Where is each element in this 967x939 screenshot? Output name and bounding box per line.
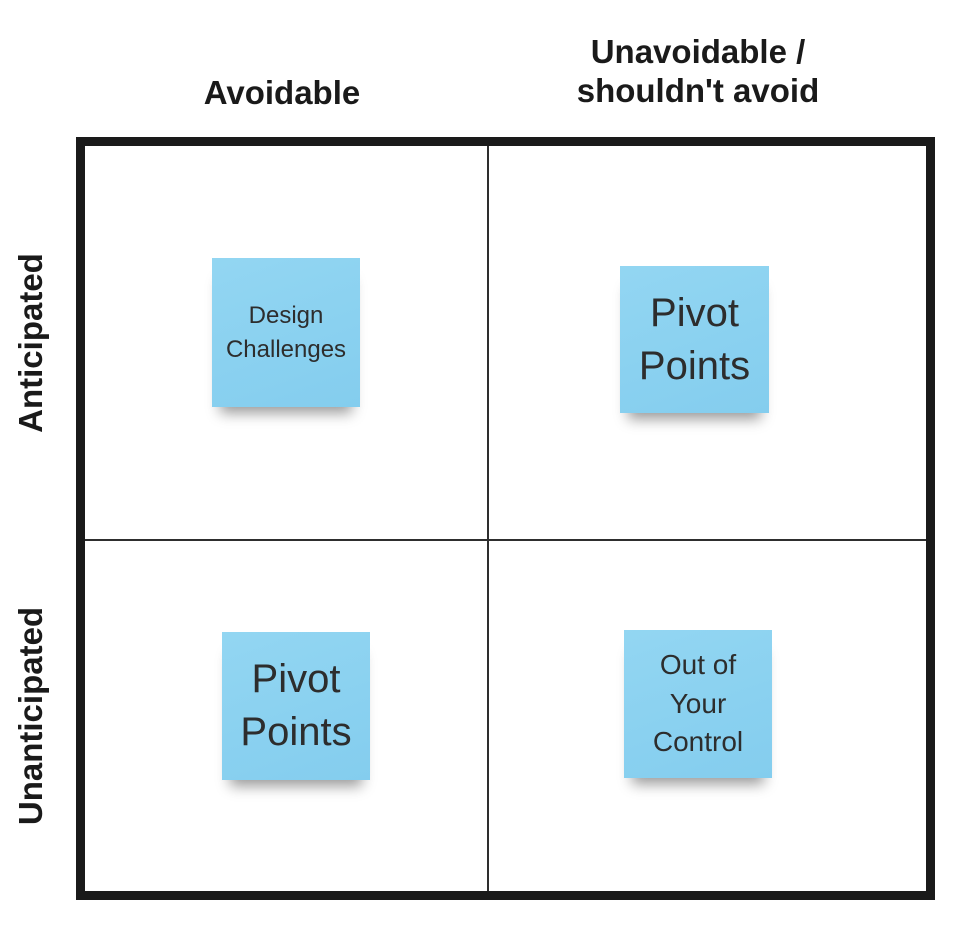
grid-horizontal-divider: [85, 539, 926, 541]
sticky-note-design-challenges[interactable]: Design Challenges: [212, 258, 360, 407]
column-header-unavoidable: Unavoidable / shouldn't avoid: [576, 33, 820, 109]
sticky-note-text: Pivot Points: [638, 290, 751, 388]
column-header-avoidable: Avoidable: [203, 74, 361, 111]
row-header-unanticipated: Unanticipated: [12, 606, 49, 826]
matrix-grid: [76, 137, 935, 900]
row-header-anticipated: Anticipated: [12, 253, 49, 433]
sticky-note-pivot-points-unanticipated[interactable]: Pivot Points: [222, 632, 370, 780]
sticky-note-pivot-points-anticipated[interactable]: Pivot Points: [620, 266, 769, 413]
sticky-note-text: Design Challenges: [225, 302, 347, 363]
grid-vertical-divider: [487, 146, 489, 891]
sticky-note-out-of-your-control[interactable]: Out of Your Control: [624, 630, 772, 778]
sticky-note-text: Out of Your Control: [652, 649, 744, 758]
sticky-note-text: Pivot Points: [240, 657, 352, 754]
